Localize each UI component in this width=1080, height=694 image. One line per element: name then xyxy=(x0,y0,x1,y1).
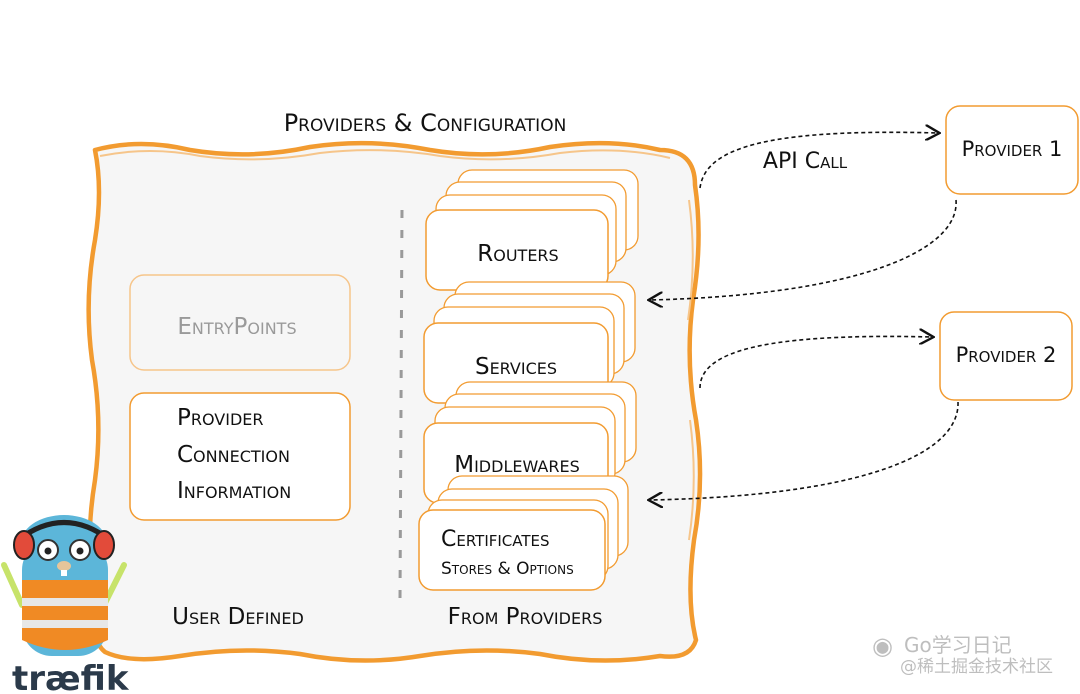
certificates-stack xyxy=(418,475,629,591)
api-call-arrow-to-provider-1 xyxy=(699,132,938,189)
provider-1-to-routers-arrow xyxy=(650,199,957,300)
traefik-gopher-mascot-icon xyxy=(1,515,127,656)
provider-1-box xyxy=(945,105,1079,195)
entrypoints-label: EntryPoints xyxy=(177,314,296,340)
provider-2-box xyxy=(939,311,1073,401)
wechat-icon: ◉ xyxy=(872,632,893,660)
services-label: Services xyxy=(475,354,557,380)
diagram-title: Providers & Configuration xyxy=(284,109,567,137)
watermark-line-2: @稀土掘金技术社区 xyxy=(900,657,1053,677)
from-providers-label: From Providers xyxy=(448,604,603,630)
entrypoints-box xyxy=(129,274,351,371)
traefik-logo-text: træfik xyxy=(12,659,130,694)
api-call-label: API Call xyxy=(763,149,848,174)
api-call-arrow-to-provider-2 xyxy=(699,336,932,389)
watermark: ◉ Go学习日记 @稀土掘金技术社区 xyxy=(872,632,1053,677)
provider-connection-box xyxy=(129,392,351,521)
configuration-panel-inner-stroke xyxy=(99,149,695,541)
provider-2-label: Provider 2 xyxy=(956,343,1057,367)
certificates-label-line-2: Stores & Options xyxy=(441,559,574,579)
certificates-box xyxy=(418,509,606,591)
provider-2-to-middlewares-arrow xyxy=(650,401,959,500)
provider-connection-line-2: Connection xyxy=(177,442,290,468)
middlewares-label: Middlewares xyxy=(454,452,580,478)
routers-label: Routers xyxy=(477,241,558,267)
watermark-line-1: Go学习日记 xyxy=(904,633,1012,657)
certificates-label-line-1: Certificates xyxy=(441,527,550,552)
provider-1-label: Provider 1 xyxy=(962,137,1063,161)
user-defined-label: User Defined xyxy=(172,604,304,630)
provider-connection-line-1: Provider xyxy=(177,405,264,431)
provider-connection-line-3: Information xyxy=(177,478,291,504)
section-divider xyxy=(398,209,404,601)
routers-stack xyxy=(425,169,639,291)
